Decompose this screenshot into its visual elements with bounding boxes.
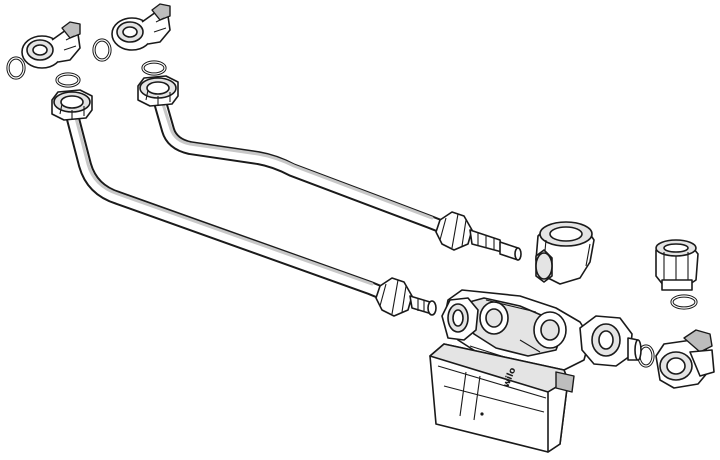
pipe-nut-lower [51, 89, 93, 121]
pipe-nut-upper [137, 75, 179, 107]
control-box: wilo [429, 343, 575, 453]
straight-union [655, 239, 699, 291]
o-ring-1 [6, 56, 26, 80]
lower-pipe-end-fitting [375, 277, 437, 317]
lower-pipe [65, 108, 397, 303]
elbow-union-right [111, 3, 171, 51]
elbow-fitting [535, 221, 595, 285]
o-ring-4 [141, 60, 167, 76]
elbow-union-left [21, 21, 81, 69]
o-ring-5 [670, 294, 698, 310]
upper-pipe [153, 95, 455, 236]
upper-pipe-end-fitting [435, 211, 522, 261]
o-ring-2 [55, 72, 81, 88]
angle-valve [655, 329, 715, 389]
o-ring-3 [92, 38, 112, 62]
control-box-screw [480, 412, 484, 416]
